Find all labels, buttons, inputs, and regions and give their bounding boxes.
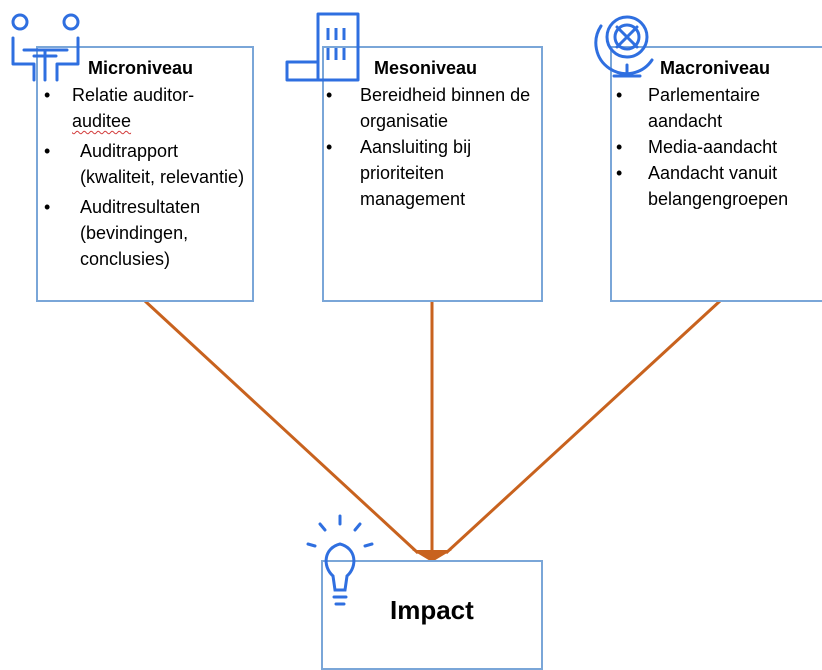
list-item: Parlementaire aandacht — [612, 82, 820, 134]
list-item: Aansluiting bij prioriteiten management — [322, 134, 537, 212]
list-item: Aandacht vanuit belangengroepen — [612, 160, 820, 212]
list-item: Media-aandacht — [612, 134, 820, 160]
micro-level-title: Microniveau — [88, 58, 194, 78]
macro-level-list: Parlementaire aandacht Media-aandacht Aa… — [612, 82, 820, 212]
list-item: Bereidheid binnen de organisatie — [322, 82, 537, 134]
list-item: Auditresultaten (bevindingen, conclusies… — [40, 194, 250, 272]
arrow-macro-to-impact — [444, 299, 722, 555]
list-item-text: Bereidheid binnen de organisatie — [360, 85, 531, 131]
micro-level-list: Relatie auditor- auditee Auditrapport (k… — [40, 82, 250, 272]
list-item-text: Parlementaire aandacht — [648, 85, 761, 131]
impact-box — [321, 560, 543, 670]
list-item-text: Media-aandacht — [648, 137, 778, 157]
meso-level-list: Bereidheid binnen de organisatie Aanslui… — [322, 82, 537, 212]
macro-level-title: Macroniveau — [660, 58, 771, 78]
connector-layer — [143, 299, 722, 562]
list-item-text: Auditrapport (kwaliteit, relevantie) — [80, 141, 245, 187]
list-item-text: Aandacht vanuit belangengroepen — [648, 163, 789, 209]
list-item-text: Auditresultaten (bevindingen, conclusies… — [80, 197, 201, 269]
list-item-text-continuation: auditee — [72, 111, 132, 131]
meso-level-title: Mesoniveau — [374, 58, 478, 78]
list-item: Relatie auditor- auditee — [40, 82, 250, 134]
arrow-micro-to-impact — [143, 299, 420, 555]
impact-label: Impact — [390, 595, 474, 625]
list-item: Auditrapport (kwaliteit, relevantie) — [40, 138, 250, 190]
list-item-text: Aansluiting bij prioriteiten management — [360, 137, 472, 209]
arrowhead-merge — [412, 550, 452, 562]
list-item-text: Relatie auditor- — [72, 85, 195, 105]
